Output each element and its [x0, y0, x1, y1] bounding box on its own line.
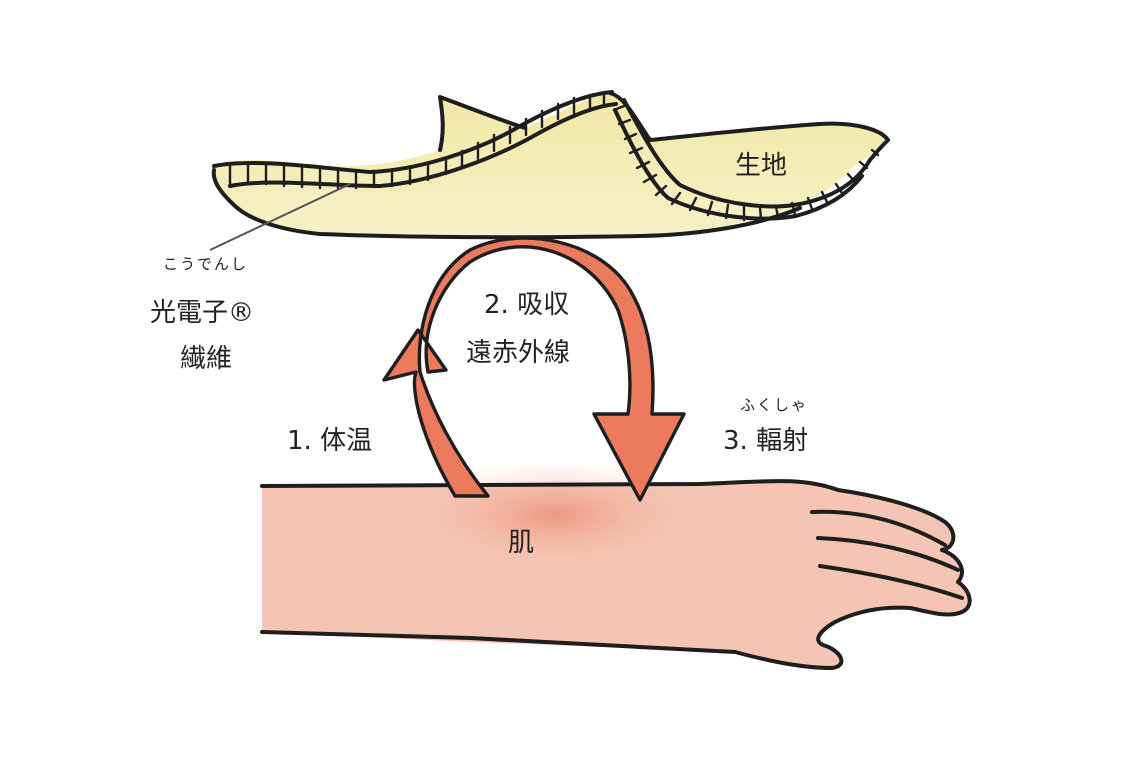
finger-line-2 — [816, 536, 960, 572]
fabric-seam-left-top — [212, 90, 614, 174]
skin-label: 肌 — [508, 528, 535, 558]
finger-line-3 — [818, 564, 964, 600]
radiation-ruby: ふくしゃ — [740, 396, 809, 414]
arm-illustration — [260, 460, 972, 670]
hand-outline — [733, 548, 972, 670]
fiber-ruby: こうでんし — [163, 255, 249, 273]
finger-line-1 — [810, 509, 947, 547]
arm-outline-top — [260, 479, 956, 552]
far-infrared-label: 遠赤外線 — [466, 338, 571, 368]
fabric-outline-bottom — [211, 168, 802, 240]
fabric-seam-left-bottom — [228, 102, 618, 188]
fiber-pointer-line — [209, 183, 351, 251]
body-heat-step-label: 1. 体温 — [287, 426, 373, 456]
fabric-seam-right-bottom — [613, 108, 864, 221]
heat-cycle-arrow-body — [382, 236, 686, 502]
arm-outline-bottom — [260, 630, 737, 654]
fabric-seam-right-top — [622, 98, 890, 209]
radiation-step-label: 3. 輻射 — [723, 426, 809, 456]
fabric-label: 生地 — [735, 151, 788, 181]
fabric-stitches-left — [228, 91, 606, 190]
heat-cycle-arrow — [382, 236, 686, 502]
fiber-name-line1: 光電子® — [150, 298, 255, 328]
absorb-step-label: 2. 吸収 — [484, 290, 570, 320]
fabric-stitches-right — [612, 104, 880, 222]
fabric-illustration — [209, 90, 890, 251]
fiber-name-line2: 繊維 — [180, 344, 233, 374]
